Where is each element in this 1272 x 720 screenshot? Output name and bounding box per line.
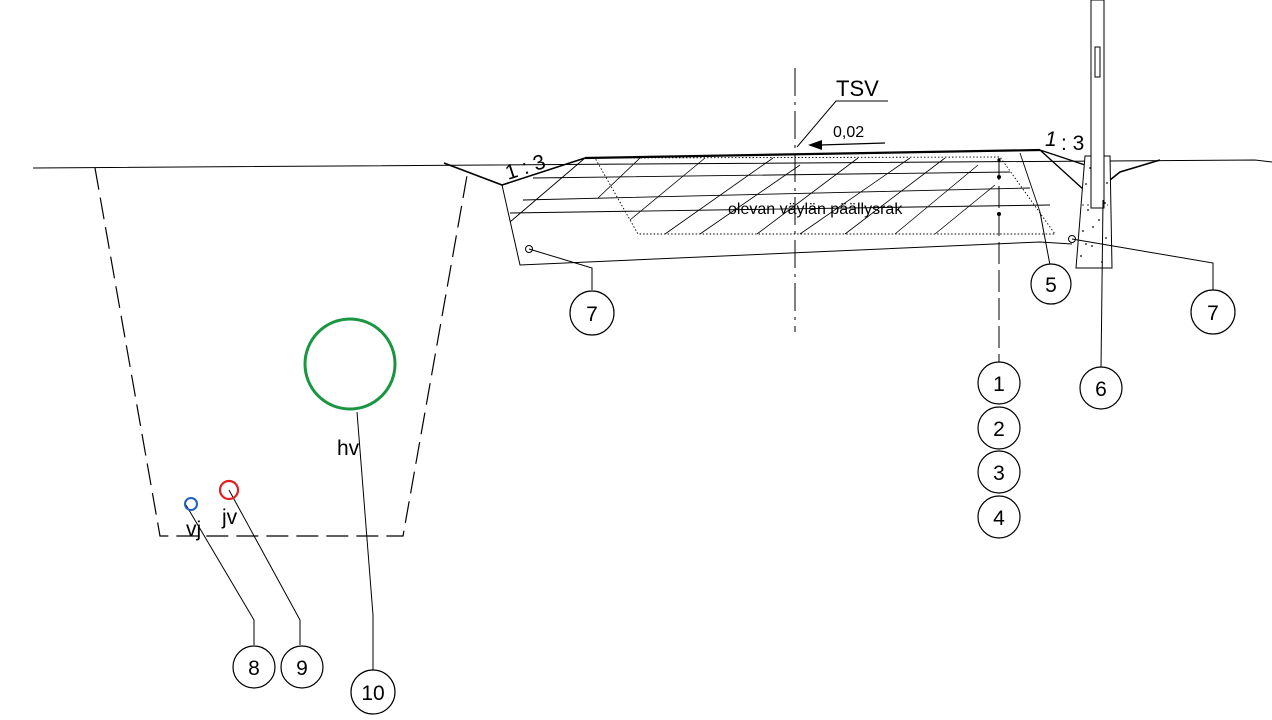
callout-5: 5 <box>1030 263 1072 305</box>
svg-text:10: 10 <box>361 682 384 705</box>
callout-3: 3 <box>977 450 1021 494</box>
pipe-jv-label: jv <box>221 506 238 529</box>
slope-arrow-head <box>808 140 822 150</box>
callout-9: 9 <box>280 645 324 689</box>
svg-text:5: 5 <box>1045 274 1057 297</box>
pipe-hv <box>303 317 397 411</box>
svg-text:9: 9 <box>296 657 308 680</box>
left-slope-label: 1 : 3 <box>502 150 548 185</box>
pipe-vj <box>184 497 198 511</box>
existing-pavement-hatch <box>597 157 996 235</box>
callout-7-right: 7 <box>1190 289 1236 335</box>
slope-value: 0,02 <box>833 124 864 141</box>
svg-text:1: 1 <box>993 373 1005 396</box>
svg-text:8: 8 <box>248 657 260 680</box>
road-surface <box>584 148 1041 160</box>
callout-7-left: 7 <box>569 290 615 336</box>
pipe-vj-label: vj <box>186 518 201 541</box>
road-structure-outline <box>501 184 1073 266</box>
ground-line <box>32 159 1272 169</box>
lighting-pole <box>1090 0 1105 209</box>
callout-10: 10 <box>350 669 396 715</box>
svg-text:4: 4 <box>993 507 1005 530</box>
tsv-leader <box>796 100 888 148</box>
callout-leaders <box>185 158 1214 670</box>
road-layer-lines <box>509 152 1051 223</box>
svg-text:2: 2 <box>993 418 1005 441</box>
callout-6: 6 <box>1079 366 1123 410</box>
callout-1: 1 <box>977 361 1021 405</box>
right-slope-one: 1 <box>1045 128 1057 151</box>
tsv-label: TSV <box>836 76 879 101</box>
callout-2: 2 <box>977 406 1021 450</box>
svg-text:7: 7 <box>586 303 598 326</box>
svg-text:7: 7 <box>1207 302 1219 325</box>
right-ditch <box>1109 159 1161 181</box>
pipe-hv-label: hv <box>337 437 360 460</box>
pipe-jv <box>218 479 240 501</box>
trench-outline <box>94 167 469 537</box>
svg-text:3: 3 <box>993 462 1005 485</box>
right-slope-rest: : 3 <box>1061 132 1084 155</box>
existing-pavement-area <box>594 156 1056 235</box>
callout-8: 8 <box>232 645 276 689</box>
svg-text:6: 6 <box>1095 378 1107 401</box>
slope-arrow-line <box>819 142 886 146</box>
pole-hatch <box>1094 46 1101 78</box>
callout-4: 4 <box>977 495 1021 539</box>
layer-dots <box>997 158 1001 216</box>
existing-pavement-label: olevan väylän päällysrak <box>728 201 903 218</box>
